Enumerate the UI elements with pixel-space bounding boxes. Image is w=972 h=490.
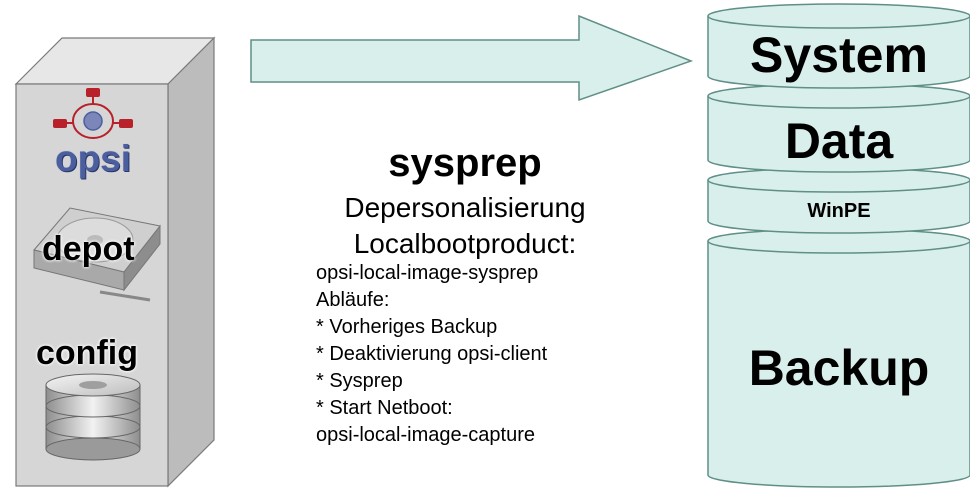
process-line: * Start Netboot: — [316, 397, 453, 419]
data-partition — [707, 83, 970, 173]
backup-partition — [707, 228, 970, 488]
disk-stack — [707, 3, 970, 488]
backup-label: Backup — [748, 340, 930, 396]
system-label: System — [750, 27, 928, 83]
process-subtitle: Depersonalisierung — [344, 192, 586, 223]
flow-arrow — [250, 14, 694, 102]
tower-side-face — [167, 36, 215, 488]
product-heading: Localbootproduct: — [353, 228, 577, 259]
system-partition — [707, 3, 970, 89]
process-line: opsi-local-image-capture — [316, 424, 535, 446]
opsi-logo-text: opsi — [54, 138, 132, 179]
winpe-label: WinPE — [807, 200, 871, 222]
process-line: opsi-local-image-sysprep — [316, 262, 539, 284]
data-label: Data — [784, 113, 894, 169]
process-title: sysprep — [388, 141, 542, 185]
process-line: * Deaktivierung opsi-client — [316, 343, 548, 365]
process-line: * Sysprep — [316, 370, 403, 392]
config-label: config — [36, 334, 138, 372]
process-line: * Vorheriges Backup — [316, 316, 498, 338]
winpe-partition — [707, 167, 970, 234]
hard-drive-icon — [33, 207, 161, 302]
depot-label: depot — [42, 230, 135, 268]
server-tower — [14, 36, 216, 488]
database-icon — [45, 373, 141, 461]
opsi-network-icon — [53, 88, 133, 139]
process-line: Abläufe: — [316, 289, 390, 311]
